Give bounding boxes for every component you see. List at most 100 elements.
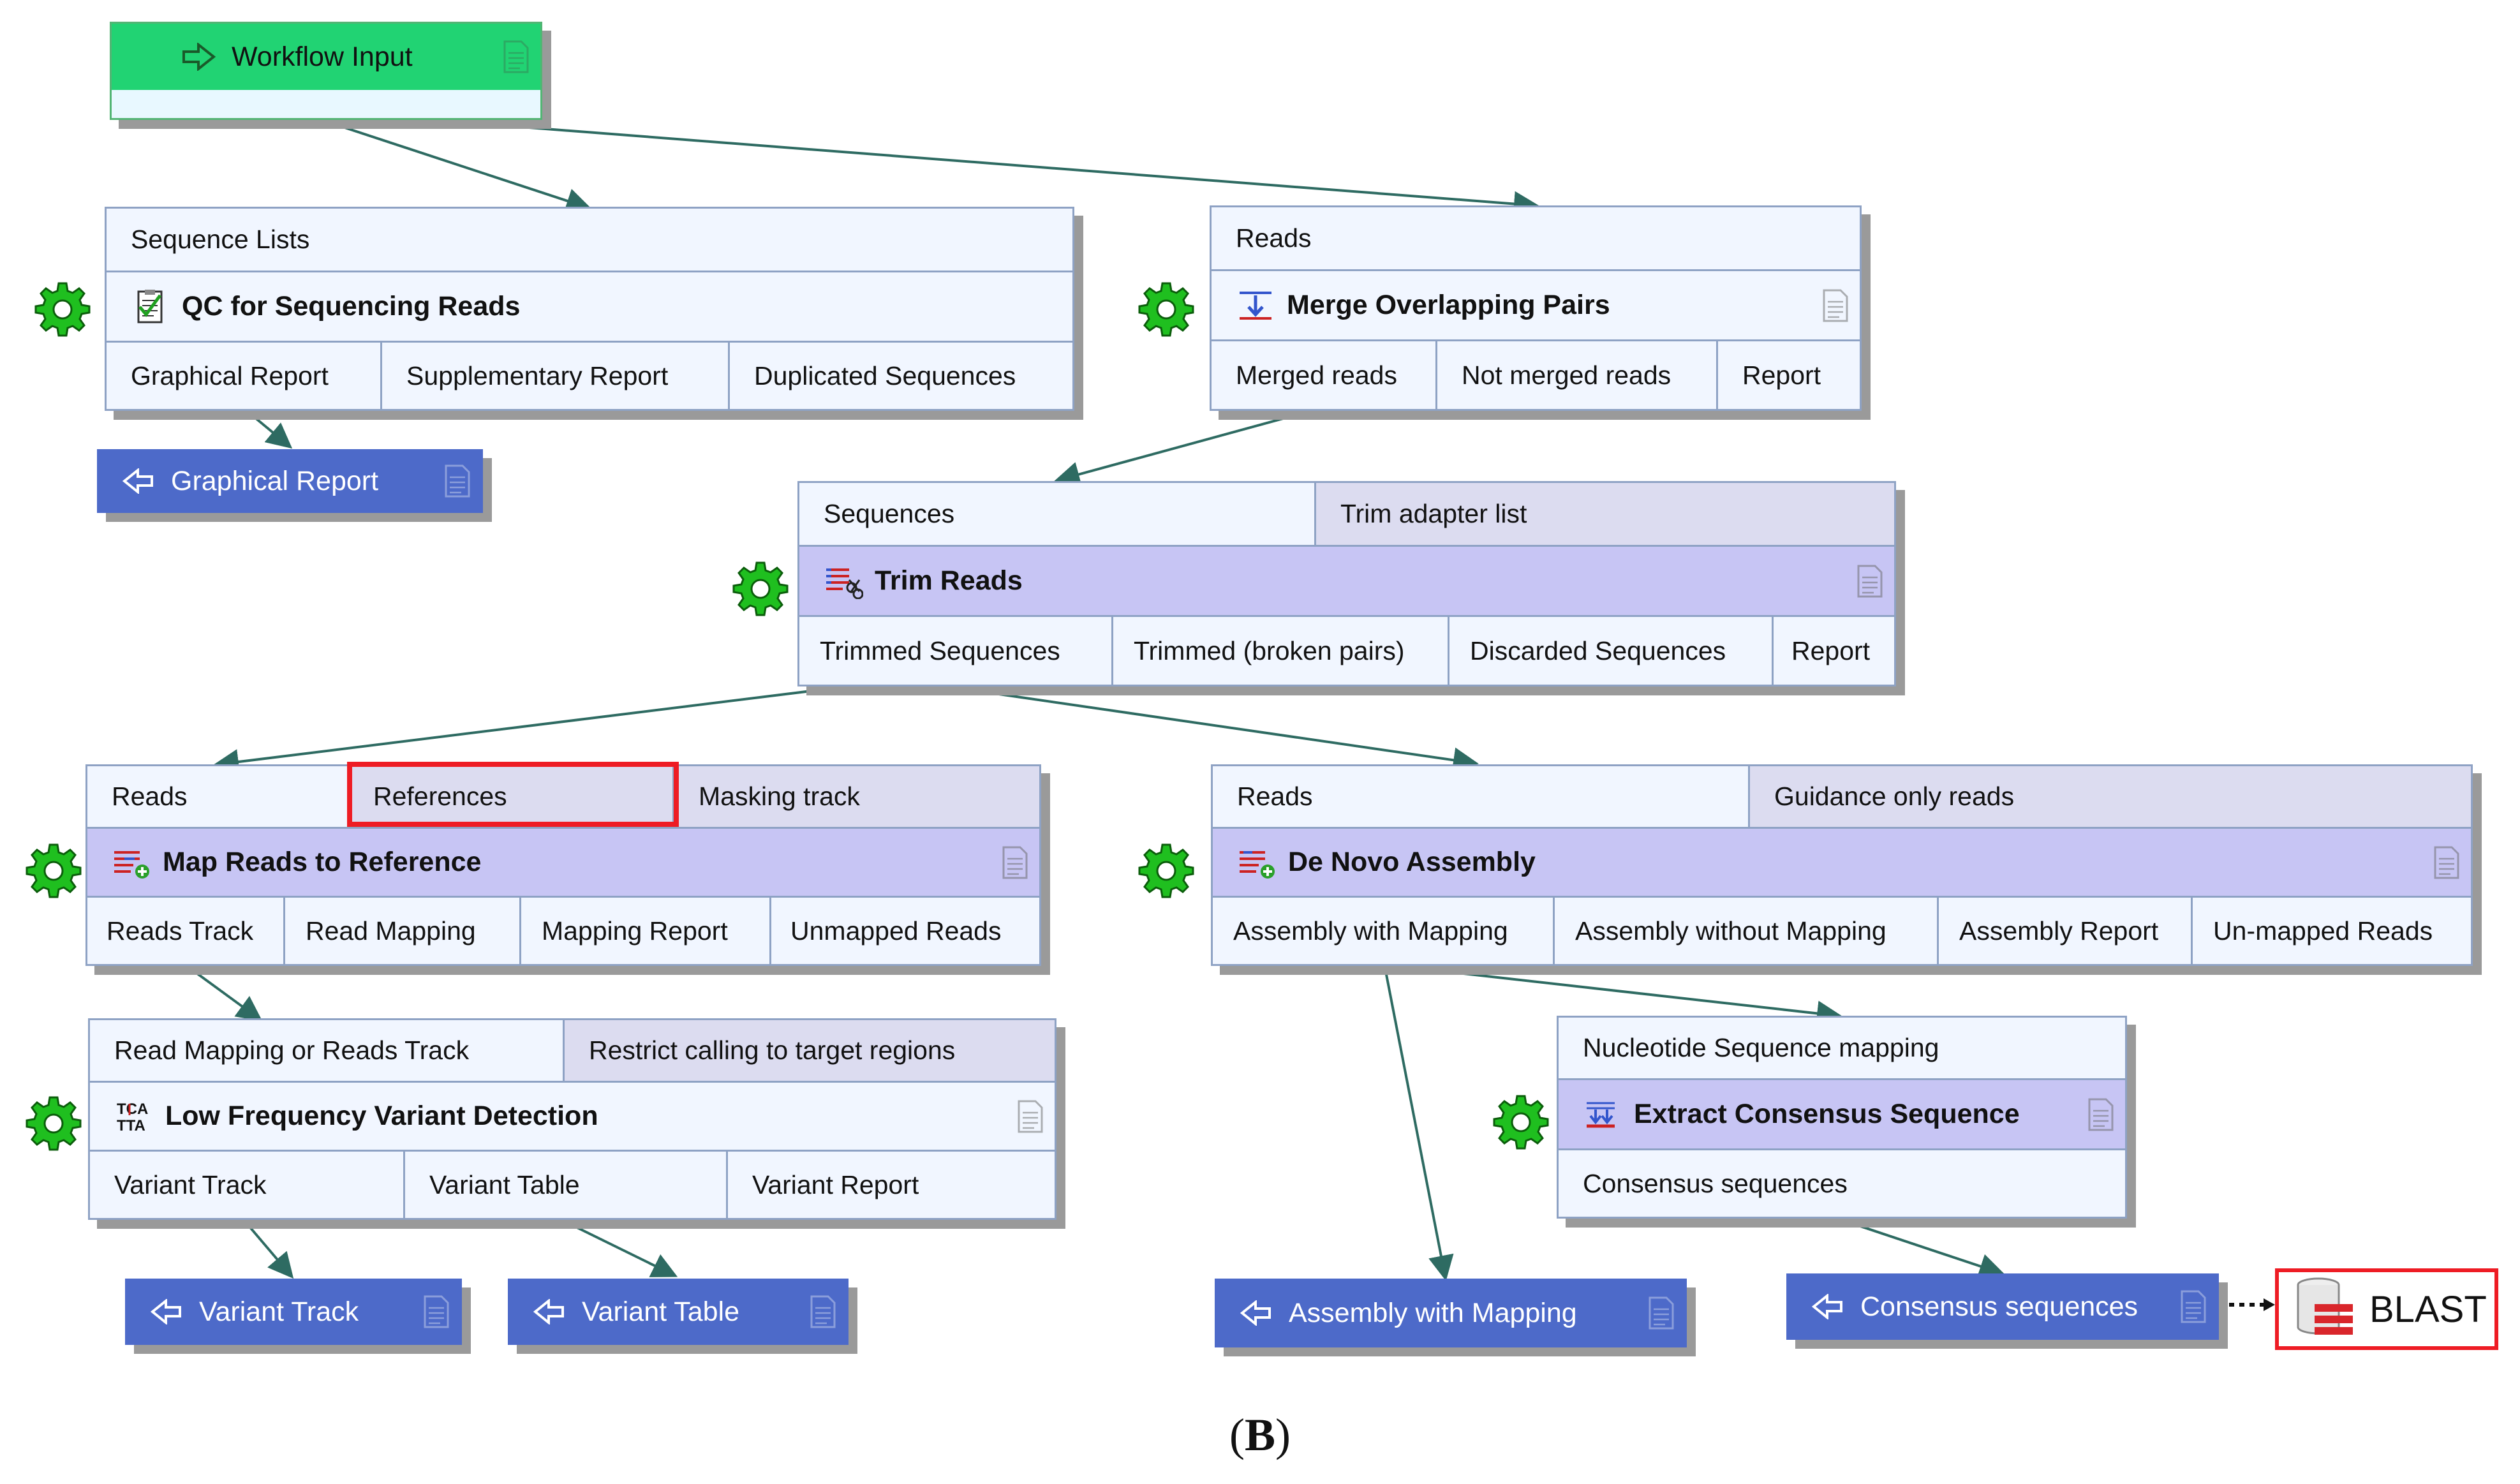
map-input-reads[interactable]: Reads	[87, 766, 349, 827]
consensus-input-port[interactable]: Nucleotide Sequence mapping	[1583, 1033, 1939, 1062]
clipboard-check-icon	[137, 289, 163, 323]
document-icon	[1857, 565, 1883, 597]
document-icon	[2434, 846, 2459, 879]
qc-node[interactable]: Sequence Lists QC for Sequencing Reads G…	[105, 207, 1074, 411]
lfvd-output-variant-report[interactable]: Variant Report	[752, 1169, 919, 1199]
gear-icon[interactable]	[1138, 842, 1194, 898]
lfvd-node[interactable]: Read Mapping or Reads Track Restrict cal…	[88, 1018, 1056, 1220]
connector-trim-denovo	[950, 686, 1479, 773]
references-highlight	[347, 762, 679, 827]
gear-icon[interactable]	[732, 560, 789, 616]
lfvd-input-read-mapping[interactable]: Read Mapping or Reads Track	[90, 1020, 565, 1081]
connector-merge-trim	[1054, 407, 1321, 487]
arrow-left-outline-icon	[1812, 1294, 1842, 1319]
document-icon	[503, 40, 529, 73]
document-icon	[424, 1295, 449, 1328]
blast-node[interactable]: BLAST	[2275, 1268, 2498, 1350]
document-icon	[2088, 1098, 2114, 1131]
output-assembly-with-mapping-label: Assembly with Mapping	[1289, 1297, 1577, 1328]
document-icon	[1649, 1296, 1674, 1330]
denovo-output-assembly-report[interactable]: Assembly Report	[1939, 898, 2193, 964]
connector-trim-map	[213, 686, 843, 775]
connector-consensus-output	[1837, 1217, 2005, 1279]
blast-label: BLAST	[2369, 1288, 2487, 1330]
arrow-left-outline-icon	[1240, 1300, 1271, 1326]
denovo-output-unmapped-reads[interactable]: Un-mapped Reads	[2213, 916, 2433, 946]
qc-title: QC for Sequencing Reads	[182, 291, 521, 322]
map-reads-icon	[114, 850, 149, 879]
output-graphical-report[interactable]: Graphical Report	[97, 449, 483, 513]
denovo-output-assembly-with-mapping[interactable]: Assembly with Mapping	[1213, 898, 1555, 964]
document-icon	[1018, 1100, 1043, 1132]
arrow-left-outline-icon	[533, 1299, 564, 1324]
gear-icon[interactable]	[26, 842, 82, 898]
output-variant-track[interactable]: Variant Track	[125, 1279, 462, 1345]
output-consensus-sequences[interactable]: Consensus sequences	[1786, 1273, 2219, 1340]
output-assembly-with-mapping[interactable]: Assembly with Mapping	[1215, 1279, 1687, 1347]
output-variant-table[interactable]: Variant Table	[508, 1279, 849, 1345]
qc-input-port[interactable]: Sequence Lists	[131, 225, 310, 254]
denovo-output-assembly-without-mapping[interactable]: Assembly without Mapping	[1555, 898, 1939, 964]
merge-output-merged-reads[interactable]: Merged reads	[1212, 341, 1437, 409]
merge-output-not-merged-reads[interactable]: Not merged reads	[1437, 341, 1718, 409]
lfvd-input-target-regions[interactable]: Restrict calling to target regions	[565, 1020, 1055, 1081]
lfvd-title: Low Frequency Variant Detection	[165, 1101, 598, 1131]
trim-output-discarded-sequences[interactable]: Discarded Sequences	[1449, 617, 1774, 685]
denovo-node[interactable]: Reads Guidance only reads De Novo Assemb…	[1211, 764, 2473, 966]
svg-text:TCA: TCA	[117, 1101, 148, 1118]
qc-output-supplementary-report[interactable]: Supplementary Report	[382, 343, 730, 409]
gear-icon[interactable]	[34, 281, 91, 337]
connector-qc-graphical	[242, 407, 293, 449]
gear-icon[interactable]	[26, 1095, 82, 1151]
trim-input-sequences[interactable]: Sequences	[799, 483, 1316, 545]
merge-input-port[interactable]: Reads	[1236, 223, 1312, 253]
database-icon	[2297, 1277, 2353, 1335]
merge-output-report[interactable]: Report	[1742, 360, 1821, 390]
connector-map-lfvd	[184, 963, 263, 1021]
trim-output-trimmed-sequences[interactable]: Trimmed Sequences	[799, 617, 1113, 685]
arrow-right-outline-icon	[182, 43, 216, 71]
arrow-left-outline-icon	[122, 468, 153, 494]
workflow-input-label: Workflow Input	[232, 41, 413, 72]
document-icon	[1002, 846, 1028, 879]
denovo-title: De Novo Assembly	[1288, 847, 1536, 877]
gear-icon[interactable]	[1138, 281, 1194, 337]
gear-icon[interactable]	[1493, 1094, 1549, 1150]
lfvd-output-variant-table[interactable]: Variant Table	[405, 1152, 728, 1218]
map-title: Map Reads to Reference	[163, 847, 482, 877]
qc-output-duplicated-sequences[interactable]: Duplicated Sequences	[754, 360, 1016, 390]
trim-output-report[interactable]: Report	[1791, 635, 1871, 665]
map-output-reads-track[interactable]: Reads Track	[87, 898, 285, 964]
lfvd-output-variant-track[interactable]: Variant Track	[90, 1152, 405, 1218]
document-icon	[2181, 1290, 2206, 1323]
trim-input-adapter-list[interactable]: Trim adapter list	[1316, 483, 1894, 545]
map-output-mapping-report[interactable]: Mapping Report	[521, 898, 771, 964]
connector-lfvd-varianttrack	[242, 1219, 294, 1279]
trim-node[interactable]: Sequences Trim adapter list Trim Reads T…	[797, 481, 1896, 686]
map-output-unmapped-reads[interactable]: Unmapped Reads	[790, 916, 1002, 946]
workflow-input-node[interactable]: Workflow Input	[110, 22, 542, 120]
document-icon	[445, 464, 470, 498]
trim-title: Trim Reads	[875, 565, 1023, 596]
map-output-read-mapping[interactable]: Read Mapping	[285, 898, 521, 964]
connector-denovo-assembly-output	[1383, 964, 1454, 1281]
map-node[interactable]: Reads References Masking track Map Reads…	[85, 764, 1041, 966]
output-consensus-sequences-label: Consensus sequences	[1860, 1291, 2138, 1322]
document-icon	[810, 1295, 836, 1328]
denovo-input-guidance-reads[interactable]: Guidance only reads	[1750, 766, 2471, 827]
connector-blast-arrowhead	[2264, 1298, 2275, 1311]
consensus-node[interactable]: Nucleotide Sequence mapping Extract Cons…	[1557, 1016, 2127, 1219]
output-variant-track-label: Variant Track	[199, 1296, 359, 1327]
denovo-input-reads[interactable]: Reads	[1213, 766, 1750, 827]
svg-text:TTA: TTA	[117, 1117, 145, 1134]
merge-pairs-icon	[1240, 291, 1271, 320]
qc-output-graphical-report[interactable]: Graphical Report	[107, 343, 382, 409]
variant-tcatta-icon: TCA TTA	[117, 1101, 148, 1134]
trim-output-broken-pairs[interactable]: Trimmed (broken pairs)	[1113, 617, 1449, 685]
consensus-output-port[interactable]: Consensus sequences	[1583, 1168, 1848, 1198]
map-input-references[interactable]: References	[349, 766, 674, 827]
merge-node[interactable]: Reads Merge Overlapping Pairs Merged rea…	[1210, 205, 1862, 411]
map-input-masking-track[interactable]: Masking track	[674, 766, 1039, 827]
consensus-icon	[1587, 1102, 1615, 1127]
connector-input-merge	[446, 120, 1539, 217]
